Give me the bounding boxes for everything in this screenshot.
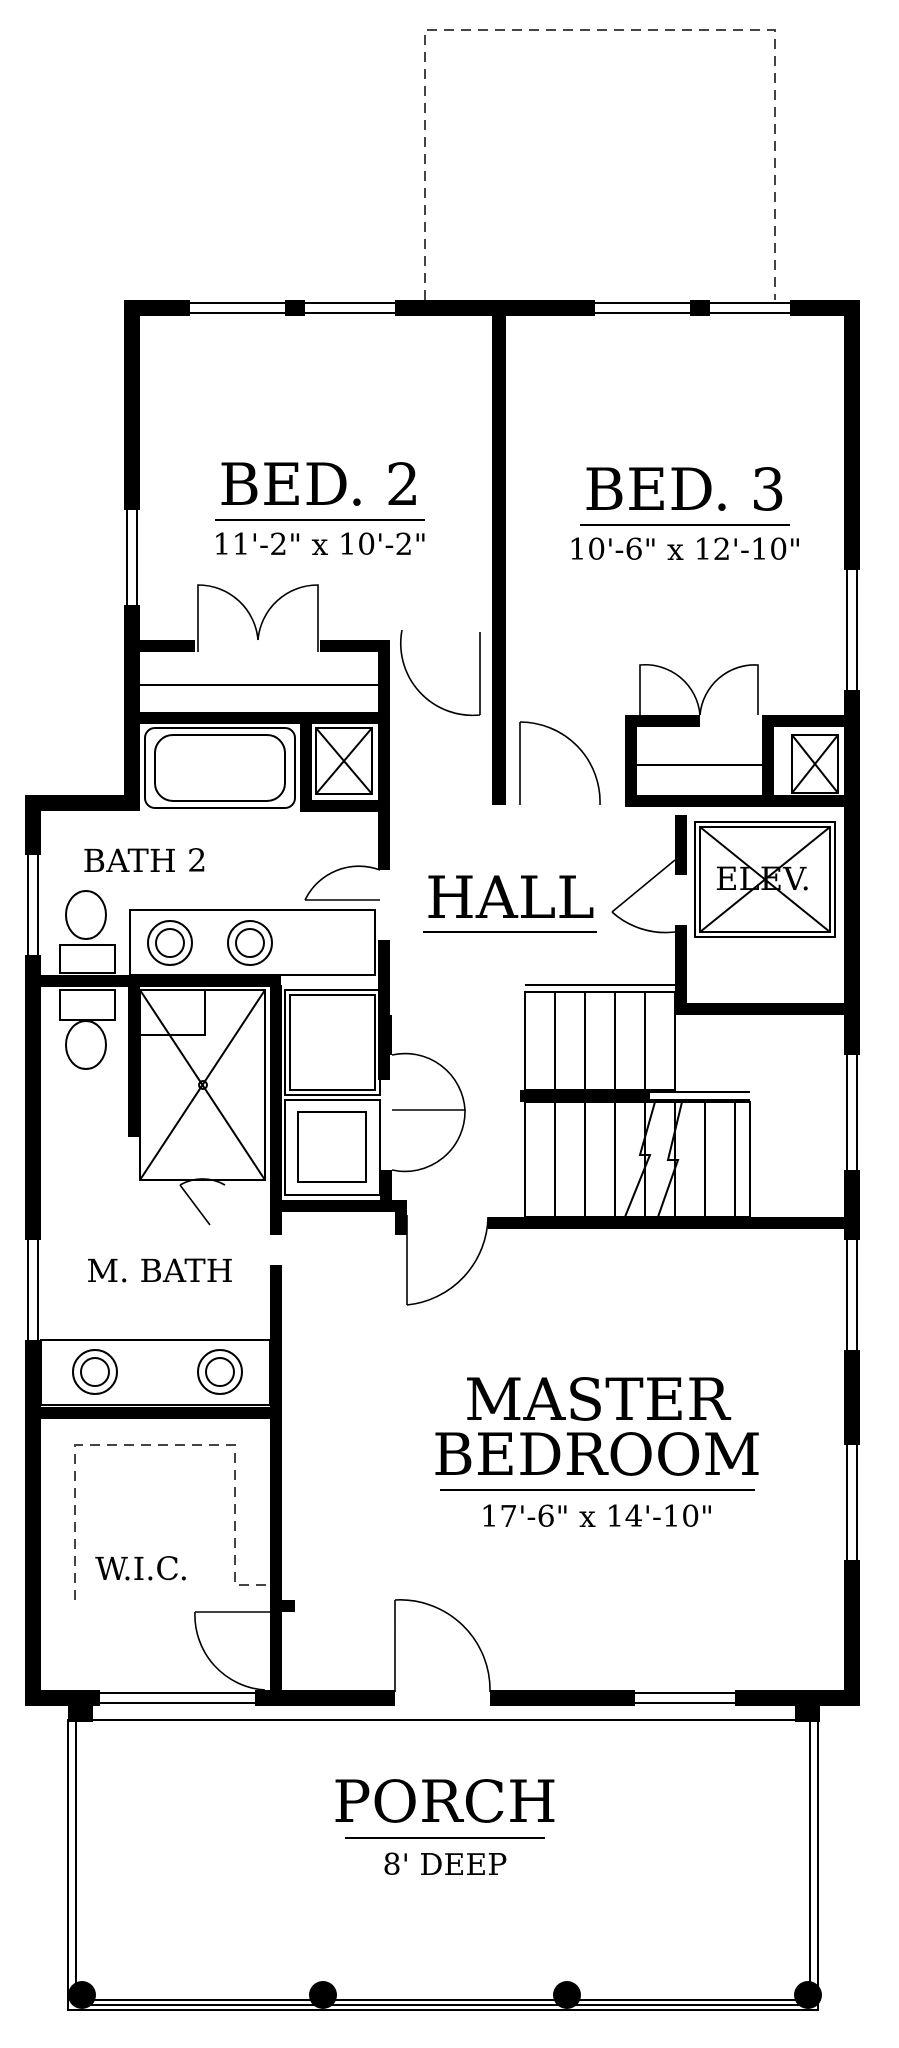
bed2-name: BED. 2 xyxy=(218,451,421,519)
master-name-line2: BEDROOM xyxy=(432,1421,762,1489)
exterior-walls xyxy=(25,300,860,1706)
bed3-dims: 10'-6" x 12'-10" xyxy=(568,533,802,568)
room-labels: BED. 2 11'-2" x 10'-2" BED. 3 10'-6" x 1… xyxy=(83,451,811,1883)
doors xyxy=(179,584,759,1693)
fixtures xyxy=(40,727,839,1600)
porch-name: PORCH xyxy=(332,1768,557,1836)
bed2-dims: 11'-2" x 10'-2" xyxy=(213,528,428,563)
mbath-name: M. BATH xyxy=(86,1252,233,1290)
bed3-name: BED. 3 xyxy=(583,456,786,524)
elev-name: ELEV. xyxy=(715,860,811,898)
porch-dims: 8' DEEP xyxy=(383,1848,508,1883)
interior-walls xyxy=(41,300,860,1706)
wic-name: W.I.C. xyxy=(95,1550,189,1588)
hall-name: HALL xyxy=(425,864,595,932)
master-name-line1: MASTER xyxy=(464,1366,732,1434)
deck-outline xyxy=(424,29,776,300)
bath2-name: BATH 2 xyxy=(83,842,208,880)
porch xyxy=(67,1706,822,2011)
stairs xyxy=(524,991,751,1218)
master-dims: 17'-6" x 14'-10" xyxy=(480,1500,714,1535)
